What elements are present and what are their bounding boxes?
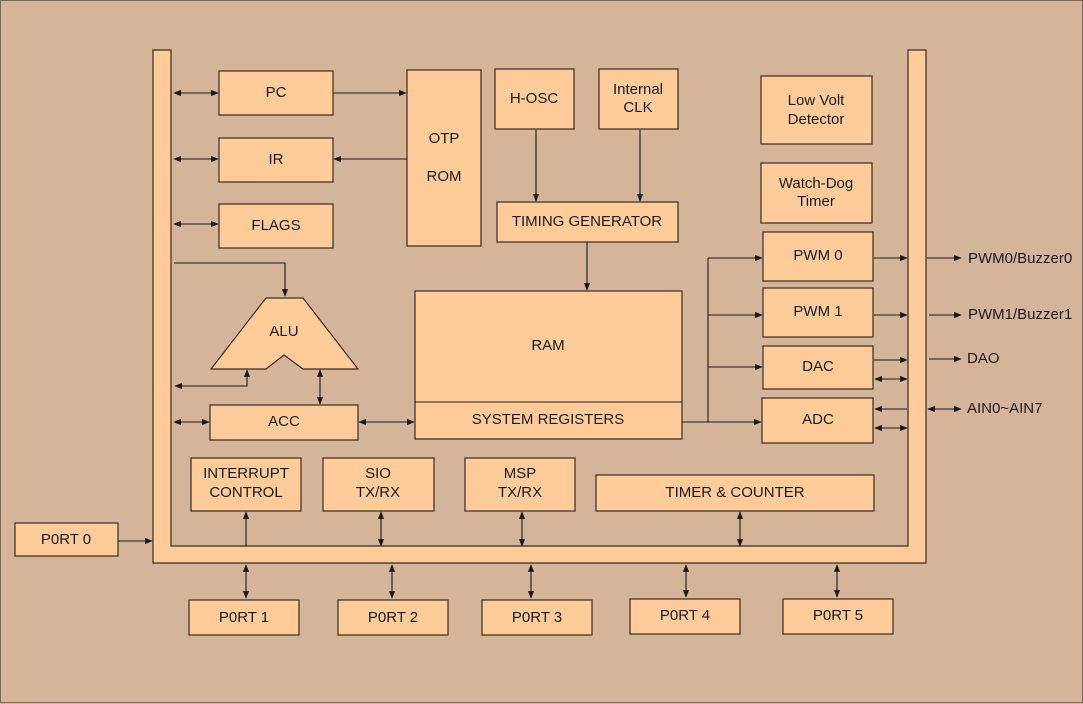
- pwm1-label: PWM 1: [793, 303, 842, 320]
- msp-label-2: TX/RX: [498, 484, 542, 501]
- low-volt-label-1: Low Volt: [788, 92, 846, 109]
- internal-clk-label-2: CLK: [623, 99, 652, 116]
- ram-block: RAM SYSTEM REGISTERS: [414, 290, 683, 440]
- timing-generator-block: TIMING GENERATOR: [496, 201, 679, 243]
- alu-label: ALU: [269, 323, 298, 340]
- ain-input-label: AIN0~AIN7: [967, 400, 1042, 417]
- pwm0-block: PWM 0: [762, 231, 874, 282]
- ram-label: RAM: [531, 337, 564, 354]
- low-volt-label-2: Detector: [788, 111, 845, 128]
- hosc-block: H-OSC: [494, 68, 575, 130]
- timer-counter-block: TIMER & COUNTER: [595, 474, 875, 512]
- timer-counter-label: TIMER & COUNTER: [665, 484, 804, 501]
- hosc-label: H-OSC: [510, 90, 559, 107]
- pwm1-block: PWM 1: [762, 287, 874, 338]
- rom-label: ROM: [427, 168, 462, 185]
- port0-block: P0RT 0: [14, 522, 119, 557]
- sio-label-2: TX/RX: [356, 484, 400, 501]
- acc-block: ACC: [209, 404, 359, 441]
- port5-label: P0RT 5: [813, 607, 863, 624]
- port1-label: P0RT 1: [219, 609, 269, 626]
- port1-block: P0RT 1: [188, 599, 300, 636]
- flags-block: FLAGS: [218, 203, 334, 249]
- port3-label: P0RT 3: [512, 609, 562, 626]
- sio-label-1: SIO: [365, 465, 391, 482]
- pc-label: PC: [266, 84, 287, 101]
- internal-bus: [152, 49, 927, 564]
- msp-block: MSP TX/RX: [464, 457, 576, 512]
- watchdog-label-1: Watch-Dog: [779, 175, 853, 192]
- port0-label: P0RT 0: [41, 531, 91, 548]
- port4-block: P0RT 4: [629, 598, 741, 635]
- port5-block: P0RT 5: [782, 598, 894, 635]
- ir-label: IR: [269, 151, 284, 168]
- dac-block: DAC: [762, 345, 874, 390]
- pwm1-output-label: PWM1/Buzzer1: [968, 306, 1072, 323]
- interrupt-label-1: INTERRUPT: [203, 465, 289, 482]
- pc-block: PC: [218, 70, 334, 116]
- adc-label: ADC: [802, 411, 834, 428]
- internal-clk-label-1: Internal: [613, 81, 663, 98]
- system-registers-label: SYSTEM REGISTERS: [472, 411, 625, 428]
- msp-label-1: MSP: [504, 465, 537, 482]
- internal-clk-block: Internal CLK: [598, 68, 679, 130]
- interrupt-label-2: CONTROL: [209, 484, 282, 501]
- otp-rom-block: OTP ROM: [406, 69, 482, 247]
- port2-label: P0RT 2: [368, 609, 418, 626]
- watchdog-timer-block: Watch-Dog Timer: [760, 162, 873, 224]
- alu-block: ALU: [209, 297, 360, 370]
- pwm0-label: PWM 0: [793, 247, 842, 264]
- flags-label: FLAGS: [251, 217, 300, 234]
- port4-label: P0RT 4: [660, 607, 710, 624]
- interrupt-control-block: INTERRUPT CONTROL: [190, 457, 302, 512]
- sio-block: SIO TX/RX: [322, 457, 435, 512]
- otp-label: OTP: [429, 130, 460, 147]
- timing-generator-label: TIMING GENERATOR: [512, 213, 662, 230]
- low-volt-detector-block: Low Volt Detector: [760, 75, 873, 145]
- adc-block: ADC: [761, 397, 874, 444]
- pwm0-output-label: PWM0/Buzzer0: [968, 250, 1072, 267]
- dac-label: DAC: [802, 358, 834, 375]
- connectors: [118, 89, 962, 599]
- watchdog-label-2: Timer: [797, 193, 835, 210]
- acc-label: ACC: [268, 413, 300, 430]
- port3-block: P0RT 3: [481, 599, 593, 636]
- dao-output-label: DAO: [967, 350, 1000, 367]
- port2-block: P0RT 2: [337, 599, 449, 636]
- ir-block: IR: [218, 137, 334, 183]
